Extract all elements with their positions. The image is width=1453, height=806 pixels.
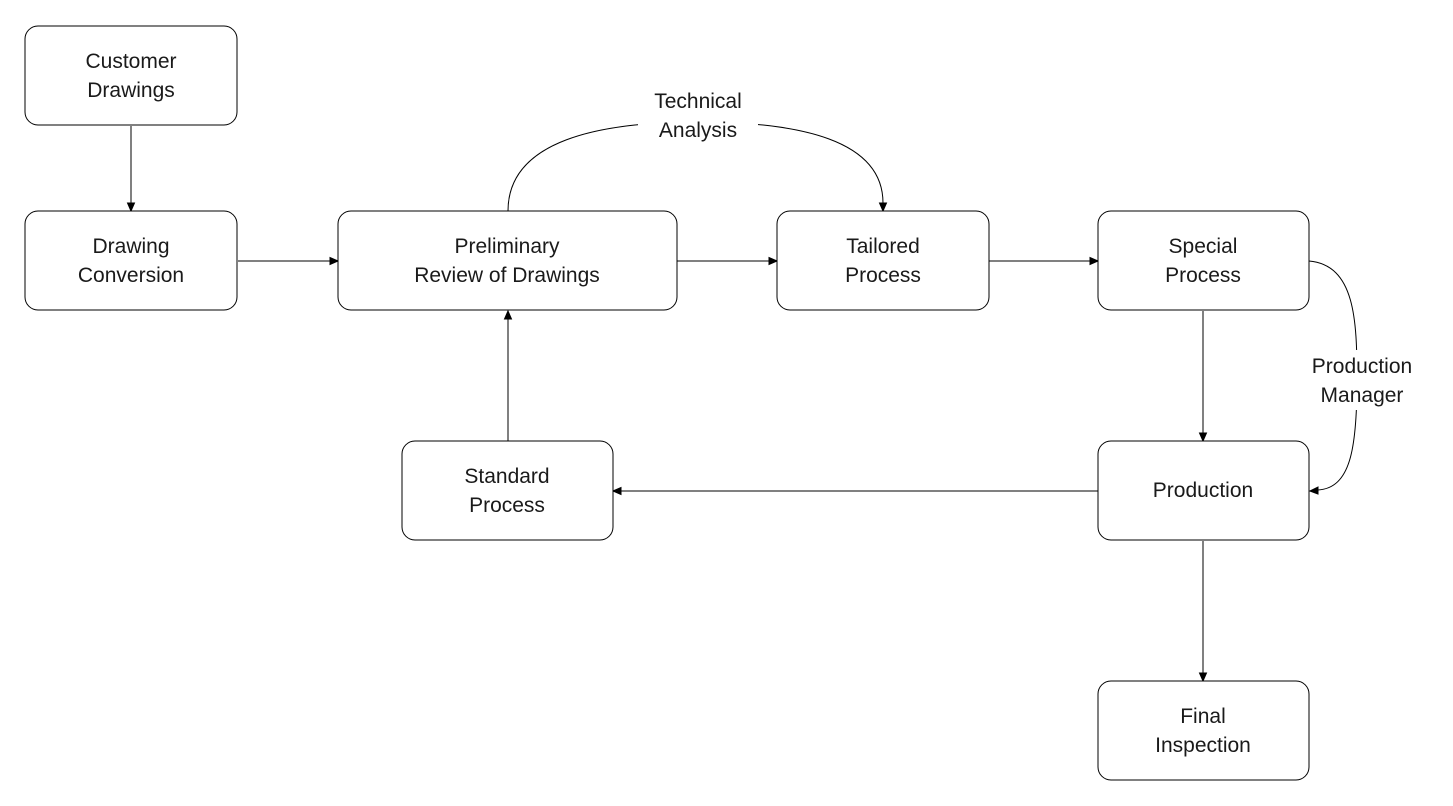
edge-review-to-tailored <box>677 256 779 266</box>
node-production[interactable]: Production <box>1097 440 1310 541</box>
node-special-process-line1: Special <box>1169 235 1238 258</box>
edge-production-to-standard <box>611 486 1098 496</box>
edge-conversion-to-review <box>238 256 340 266</box>
node-drawing-conversion-line2: Conversion <box>78 264 184 287</box>
node-tailored-process-line2: Process <box>845 264 921 287</box>
node-customer-drawings[interactable]: Customer Drawings <box>24 25 238 126</box>
edge-production-to-final <box>1198 541 1208 683</box>
edge-standard-to-review <box>503 309 513 441</box>
node-preliminary-review[interactable]: Preliminary Review of Drawings <box>337 210 678 311</box>
edge-tailored-to-special <box>989 256 1100 266</box>
node-preliminary-review-line2: Review of Drawings <box>414 264 600 287</box>
edge-label-production-manager-line1: Production <box>1312 355 1412 378</box>
node-customer-drawings-line2: Drawings <box>87 79 175 102</box>
node-preliminary-review-line1: Preliminary <box>454 235 560 258</box>
edge-label-technical-analysis: Technical Analysis <box>638 86 758 142</box>
edge-customer-to-conversion <box>126 126 136 213</box>
node-drawing-conversion-line1: Drawing <box>92 235 169 258</box>
node-drawing-conversion[interactable]: Drawing Conversion <box>24 210 238 311</box>
node-customer-drawings-line1: Customer <box>85 50 176 73</box>
edge-special-to-production <box>1198 311 1208 443</box>
edge-label-technical-analysis-line1: Technical <box>654 90 742 113</box>
node-production-line1: Production <box>1153 479 1253 502</box>
node-standard-process-line2: Process <box>469 494 545 517</box>
node-standard-process-line1: Standard <box>464 465 549 488</box>
edge-label-technical-analysis-line2: Analysis <box>659 119 737 142</box>
node-tailored-process-line1: Tailored <box>846 235 920 258</box>
node-special-process-line2: Process <box>1165 264 1241 287</box>
node-tailored-process[interactable]: Tailored Process <box>776 210 990 311</box>
node-standard-process[interactable]: Standard Process <box>401 440 614 541</box>
node-final-inspection[interactable]: Final Inspection <box>1097 680 1310 781</box>
edge-label-production-manager: Production Manager <box>1302 350 1422 410</box>
node-final-inspection-line2: Inspection <box>1155 734 1251 757</box>
node-final-inspection-line1: Final <box>1180 705 1226 728</box>
node-special-process[interactable]: Special Process <box>1097 210 1310 311</box>
edge-label-production-manager-line2: Manager <box>1321 384 1404 407</box>
